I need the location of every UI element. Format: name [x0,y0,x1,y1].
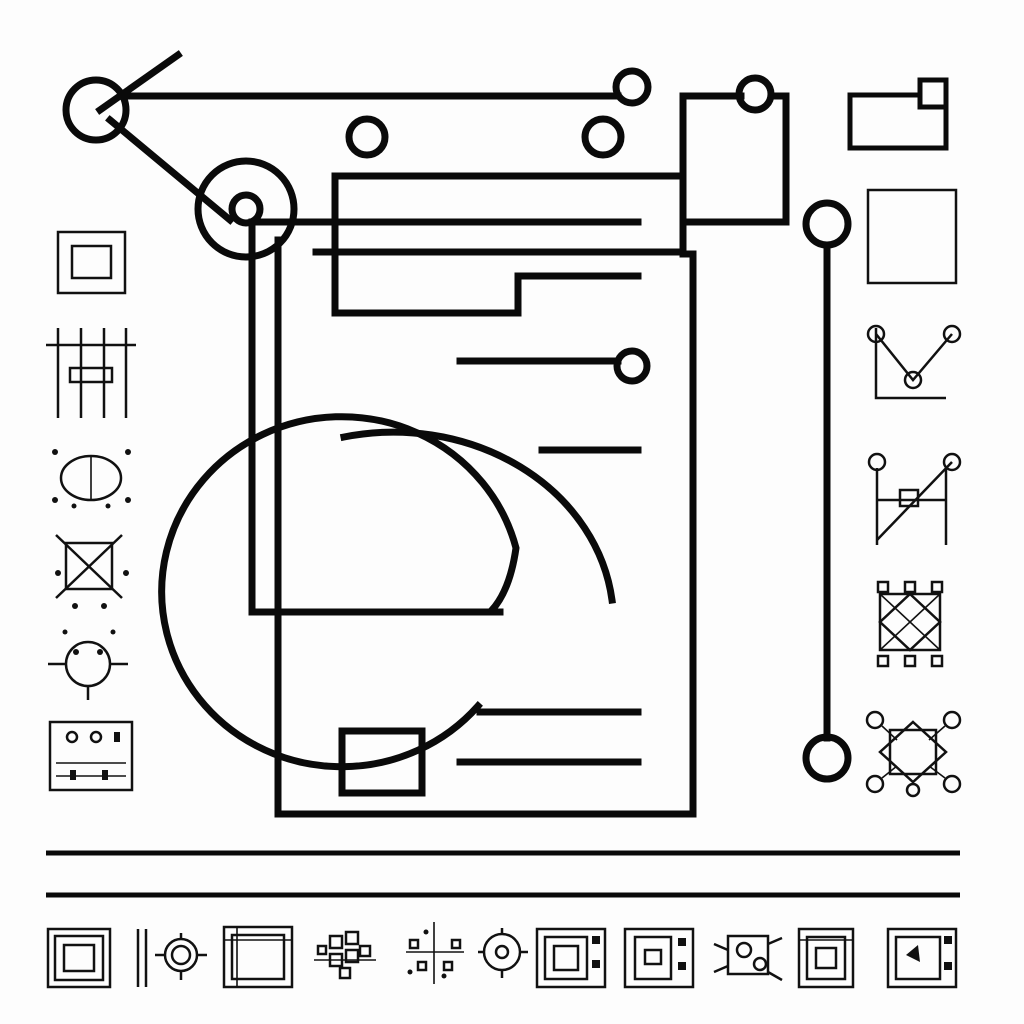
main-diagram [46,50,960,898]
right-icon-column [847,77,962,798]
gate-grid-icon [46,328,136,418]
diamond-network-icon [876,580,944,668]
blank-square-icon [866,188,958,285]
node-circle-icon [48,629,128,700]
line-node-circle [613,347,651,385]
inner-arc [158,413,520,771]
nested-square-icon [46,927,112,989]
divider-icon [136,929,148,987]
v-chart-icon [866,324,962,400]
corner-square-icon [886,927,958,989]
small-node-circle [345,115,389,159]
ring-node-icon [478,928,528,978]
central-node [194,157,642,616]
spiral-square-icon [535,927,607,989]
control-panel-icon [48,720,134,792]
outer-arc [339,428,616,604]
star-network-icon [865,710,962,798]
bottom-icon-row [46,922,958,989]
stepped-panel [312,172,687,256]
window-box [679,74,790,226]
photo-frame-icon [623,927,695,989]
diagonal-chart-icon [867,452,962,545]
stepped-panel-lower [331,172,642,317]
top-left-node [62,50,652,225]
pixel-cluster-icon [314,930,376,980]
document-frame [274,236,697,818]
document-thumbnail [338,727,426,797]
dotted-ellipse-icon [52,449,131,509]
gear-box-icon [713,934,783,982]
notch-rectangle-icon [847,77,949,151]
square-frame-icon [56,230,127,295]
window-frame-icon [797,927,855,989]
small-node-circle [581,115,625,159]
scatter-grid-icon [406,922,464,984]
framed-square-icon [222,925,294,989]
vertical-slider [802,199,852,783]
left-icon-column [46,230,136,792]
target-node-icon [155,933,207,980]
crossed-box-icon [55,534,129,609]
